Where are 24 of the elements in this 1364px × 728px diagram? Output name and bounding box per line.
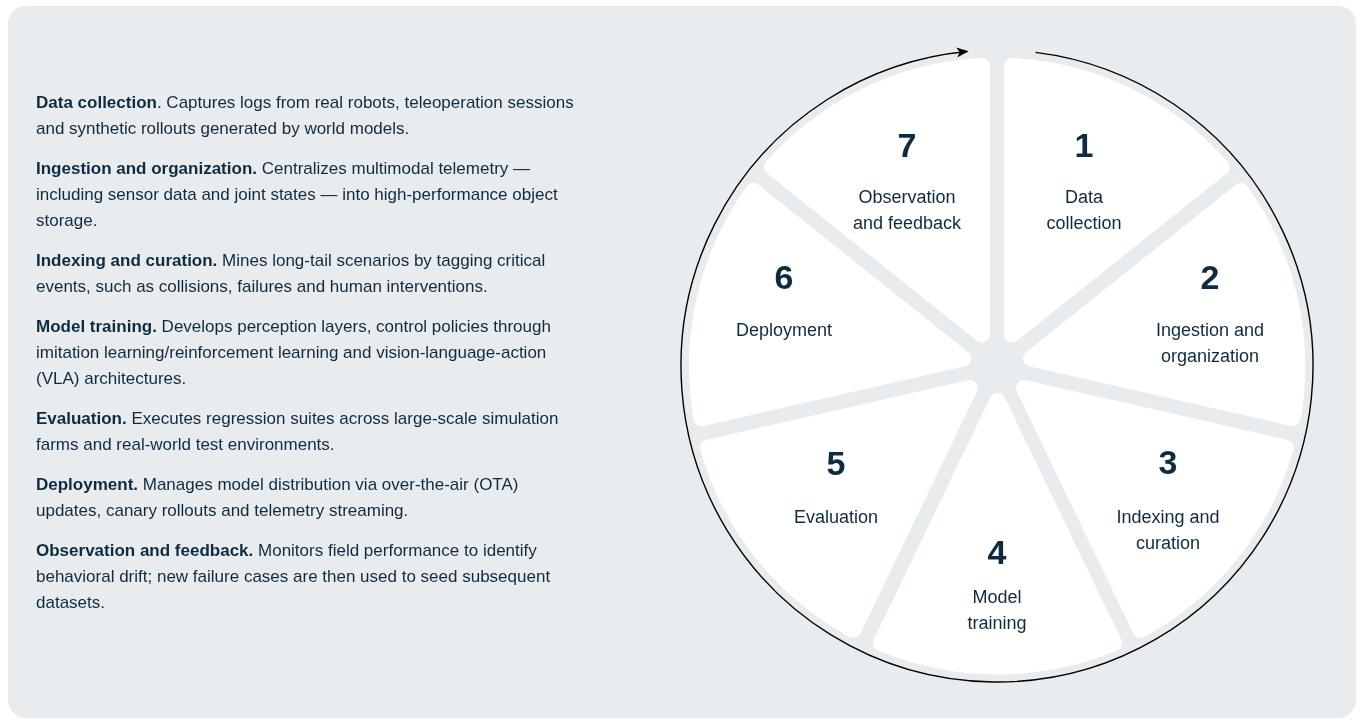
wedge-segment <box>1003 57 1231 344</box>
description-paragraph: Observation and feedback. Monitors field performance to identify behavioral drift; new failure cases are then used to seed subsequent datasets. <box>36 540 552 614</box>
step-label: Observation and feedback <box>851 186 963 235</box>
step-label: Ingestion and organization <box>1154 319 1266 368</box>
description-paragraph: Data collection. Captures logs from real robots, teleoperation sessions and synthetic rollouts generated by world models. <box>36 92 575 140</box>
step-number: 3 <box>1158 442 1178 482</box>
step-number: 6 <box>774 257 794 297</box>
step-label: Indexing and curation <box>1115 506 1221 555</box>
step-label: Deployment <box>734 319 833 342</box>
description-paragraph: Ingestion and organization. Centralizes multimodal telemetry — including sensor data and joint states — into high-performance object storage. <box>36 158 559 232</box>
step-number: 5 <box>826 443 846 483</box>
description-paragraph: Model training. Develops perception layers, control policies through imitation learning/reinforcement learning and vision-language-action (VLA) architectures. <box>36 316 552 390</box>
step-number: 2 <box>1200 257 1220 297</box>
step-number: 7 <box>897 125 917 165</box>
description-paragraph: Indexing and curation. Mines long-tail scenarios by tagging critical events, such as collisions, failures and human interventions. <box>36 250 547 298</box>
step-label: Evaluation <box>792 506 879 529</box>
step-label: Data collection <box>1045 186 1123 235</box>
wedge-segment <box>688 181 973 428</box>
description-paragraph: Evaluation. Executes regression suites across large-scale simulation farms and real-world test environments. <box>36 408 560 456</box>
step-number: 1 <box>1074 125 1094 165</box>
step-label: Model training <box>966 586 1028 635</box>
description-paragraph: Deployment. Manages model distribution via over-the-air (OTA) updates, canary rollouts and telemetry streaming. <box>36 474 520 522</box>
step-number: 4 <box>987 532 1007 572</box>
wedge-segment <box>1021 181 1306 428</box>
